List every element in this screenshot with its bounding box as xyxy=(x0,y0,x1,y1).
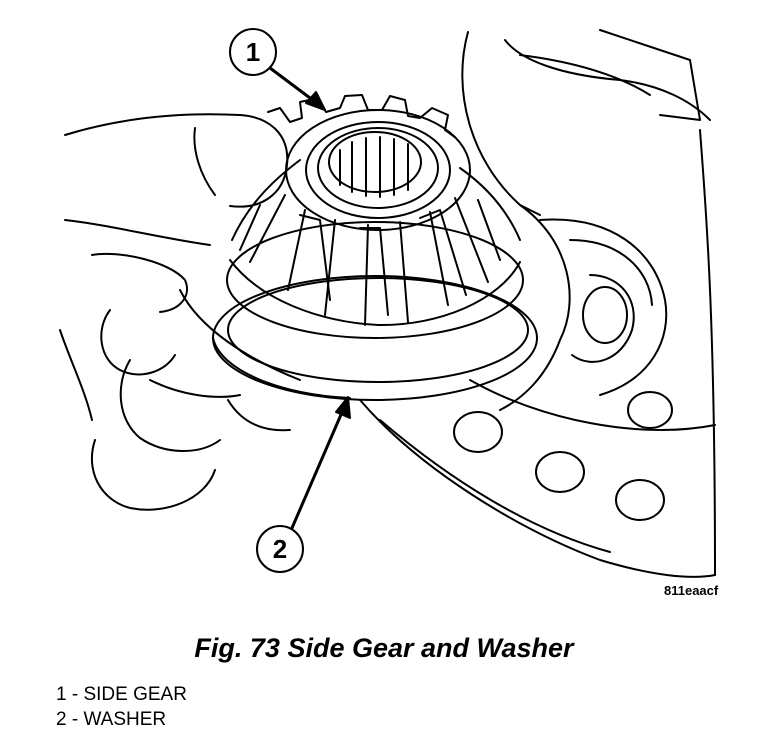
legend-item-washer: 2 - WASHER xyxy=(56,709,167,730)
side-gear xyxy=(226,94,524,339)
differential-housing xyxy=(359,29,716,578)
figure-caption: Fig. 73 Side Gear and Washer xyxy=(194,633,574,663)
figure-code: 811eaacf xyxy=(664,583,719,598)
washer xyxy=(212,275,538,401)
callout-1: 1 xyxy=(229,28,326,111)
side-gear-washer-illustration: 1 2 xyxy=(59,28,716,578)
legend-item-side-gear: 1 - SIDE GEAR xyxy=(56,684,187,705)
hand xyxy=(59,113,301,511)
callout-1-number: 1 xyxy=(246,37,260,67)
callout-2: 2 xyxy=(256,396,351,573)
legend: 1 - SIDE GEAR 2 - WASHER xyxy=(56,682,187,732)
callout-2-number: 2 xyxy=(273,534,287,564)
